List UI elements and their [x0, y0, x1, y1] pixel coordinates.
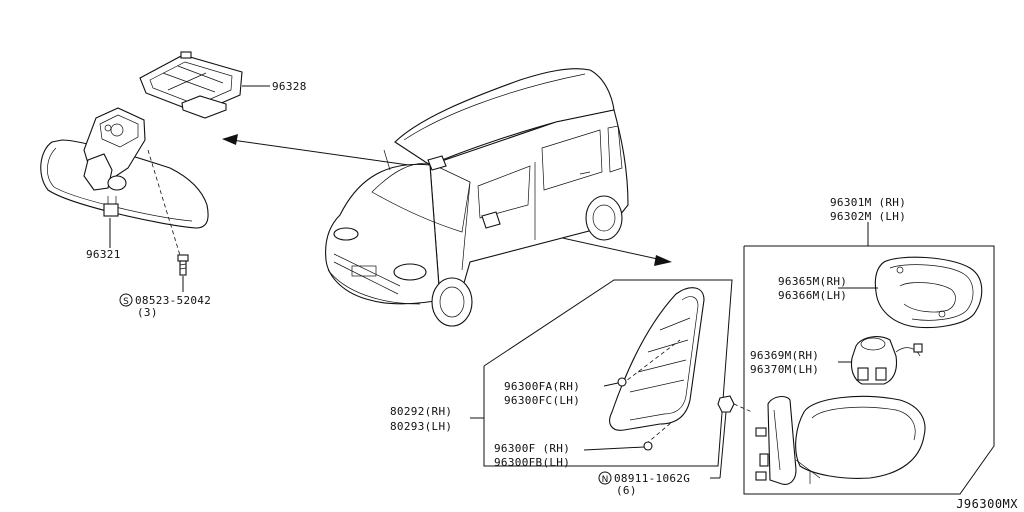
- actuator-label-1: 96369M(RH): [750, 349, 819, 362]
- screw-qty-label: (3): [137, 306, 158, 319]
- mirror-assy-label-2: 96302M (LH): [830, 210, 906, 223]
- pointer-arrow-left: [222, 134, 431, 169]
- glass-label-1: 96365M(RH): [778, 275, 847, 288]
- mirror-label: 96321: [86, 248, 121, 261]
- clip-b-label-1: 96300F (RH): [494, 442, 570, 455]
- finisher-box: [483, 279, 733, 467]
- nut-label: 08911-1062G: [614, 472, 690, 485]
- screw-part: [147, 149, 189, 292]
- bracket-label: 96328: [272, 80, 307, 93]
- screw-s-icon: S: [119, 293, 133, 307]
- vehicle-illustration: [325, 68, 629, 327]
- finisher-label-2: 80293(LH): [390, 420, 452, 433]
- nut-n-icon: N: [598, 471, 612, 485]
- clip-b-label-2: 96300FB(LH): [494, 456, 570, 469]
- clip-a-label-2: 96300FC(LH): [504, 394, 580, 407]
- nut-qty-label: (6): [616, 484, 637, 497]
- glass-label-2: 96366M(LH): [778, 289, 847, 302]
- door-mirror-box: [743, 222, 995, 495]
- finisher-part: [583, 287, 705, 451]
- mirror-assy-label-1: 96301M (RH): [830, 196, 906, 209]
- bracket-part: [139, 51, 270, 119]
- actuator-label-2: 96370M(LH): [750, 363, 819, 376]
- screw-label: 08523-52042: [135, 294, 211, 307]
- diagram-code: J96300MX: [956, 497, 1018, 511]
- inside-mirror-part: [40, 107, 209, 248]
- nut-part: [710, 395, 753, 479]
- mirror-housing-part: [755, 395, 926, 485]
- actuator-part: [838, 336, 923, 385]
- clip-a-label-1: 96300FA(RH): [504, 380, 580, 393]
- finisher-label-1: 80292(RH): [390, 405, 452, 418]
- svg-text:N: N: [602, 475, 609, 485]
- mirror-glass-part: [838, 256, 983, 329]
- svg-text:S: S: [123, 297, 129, 307]
